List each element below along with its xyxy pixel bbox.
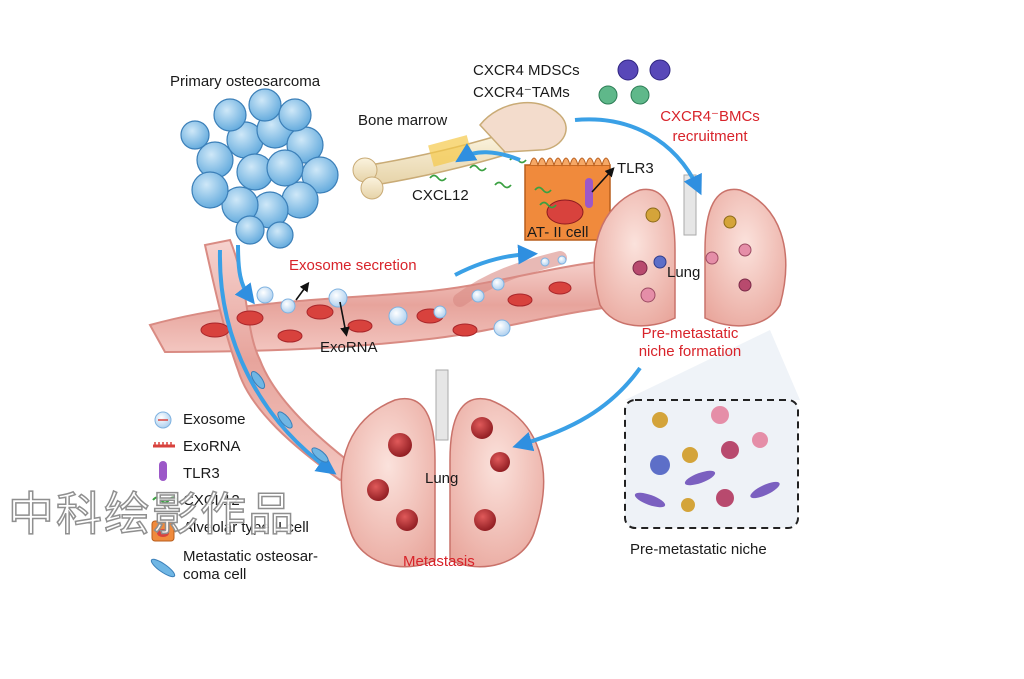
primary-tumor — [180, 88, 339, 249]
alveolar-cell-icon — [151, 520, 175, 542]
label-metastasis: Metastasis — [403, 553, 475, 570]
watermark: 中科绘影作品 — [7, 486, 296, 542]
exosome-icon — [154, 411, 172, 429]
legend-row-alveolar-cell: Alveolar type II cell — [150, 516, 370, 540]
exosomes-in-vessel — [256, 255, 567, 337]
legend-row-exosome: Exosome — [150, 408, 370, 432]
legend-row-tlr3: TLR3 — [150, 462, 370, 486]
label-cxcl12: CXCL12 — [412, 187, 469, 204]
pmn-box — [624, 330, 800, 529]
label-pmn: Pre-metastatic niche — [630, 541, 767, 558]
tam-cells — [598, 85, 650, 105]
legend-row-metastatic-cell: Metastatic osteosar- — [150, 545, 370, 569]
legend-label: Metastatic osteosar- — [183, 548, 319, 565]
legend-icons — [150, 411, 178, 578]
legend-row-metastatic-cell-cont: coma cell — [150, 563, 370, 587]
label-bmc-recruitment-1: CXCR4⁻BMCs — [660, 108, 760, 125]
metastatic-cells-in-vessel — [250, 370, 329, 463]
legend-row-cxcl12: CXCL12 — [150, 489, 370, 513]
legend-label: Exosome — [183, 411, 246, 428]
label-pmn-formation-2: niche formation — [638, 343, 742, 360]
mdsc-cells — [617, 59, 671, 81]
label-tams: CXCR4⁻TAMs — [473, 84, 570, 101]
bottom-lung — [340, 369, 545, 568]
legend-label: TLR3 — [183, 465, 220, 482]
metastatic-cell-icon — [150, 558, 176, 578]
exorna-icon — [153, 442, 175, 448]
pointer-arrows — [295, 167, 615, 337]
label-primary-tumor: Primary osteosarcoma — [170, 73, 321, 90]
label-pmn-formation-1: Pre-metastatic — [641, 325, 739, 342]
label-mdscs: CXCR4 MDSCs — [473, 62, 580, 79]
tlr3-icon — [159, 461, 167, 481]
label-exosome-secretion: Exosome secretion — [289, 257, 417, 274]
label-bone-marrow: Bone marrow — [358, 112, 448, 129]
label-lung-bottom: Lung — [425, 470, 459, 487]
label-bmc-recruitment-2: recruitment — [672, 128, 748, 145]
cxcl12-icon — [152, 496, 178, 504]
label-tlr3: TLR3 — [617, 160, 654, 177]
label-at2-cell: AT- II cell — [527, 224, 589, 241]
at2-cell — [524, 157, 611, 241]
legend-label: ExoRNA — [183, 438, 241, 455]
label-exorna: ExoRNA — [320, 339, 378, 356]
legend-label: coma cell — [183, 566, 247, 583]
flow-arrows — [217, 117, 702, 475]
legend-label: Alveolar type II cell — [183, 519, 309, 536]
legend-label: CXCL12 — [183, 492, 240, 509]
legend-row-exorna: ExoRNA — [150, 435, 370, 459]
top-lung — [593, 174, 787, 327]
label-lung-top: Lung — [667, 264, 701, 281]
